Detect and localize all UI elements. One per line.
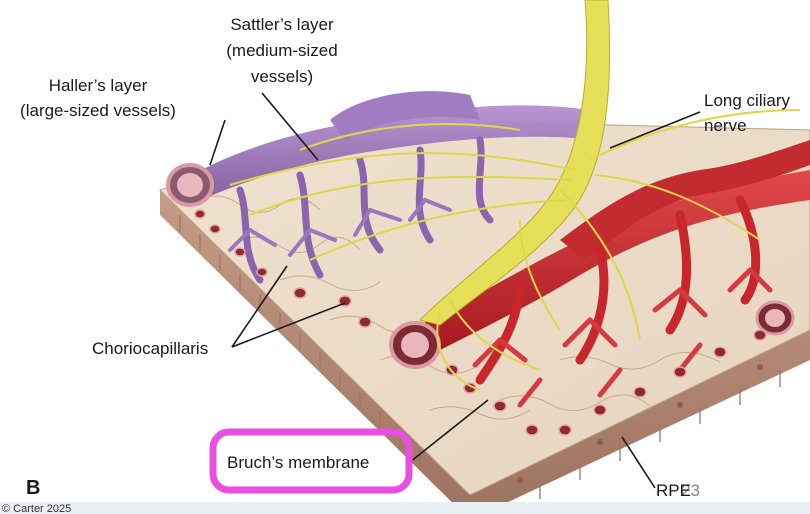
label-nerve-line1: Long ciliary (704, 91, 790, 110)
page-number: 23 (681, 481, 700, 500)
copyright-text: © Carter 2025 (2, 503, 71, 514)
label-sattler-line3: vessels) (251, 67, 313, 86)
label-haller-line1: Haller’s layer (49, 76, 148, 95)
label-bruch: Bruch’s membrane (227, 453, 369, 472)
label-sattler-line2: (medium-sized (226, 41, 337, 60)
label-sattler-line1: Sattler’s layer (230, 15, 334, 34)
panel-letter: B (26, 477, 40, 499)
label-choriocapillaris: Choriocapillaris (92, 339, 208, 358)
leader-haller (210, 120, 225, 165)
label-nerve-line2: nerve (704, 116, 747, 135)
footer-bar (0, 502, 810, 514)
label-haller-line2: (large-sized vessels) (20, 101, 176, 120)
leader-rpe (622, 437, 655, 488)
